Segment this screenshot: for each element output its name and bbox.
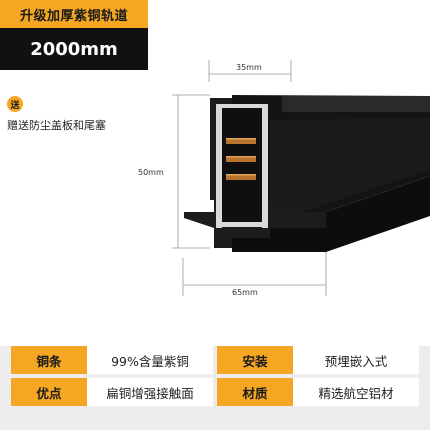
rail-highlight (282, 96, 430, 112)
length-label: 2000mm (0, 28, 148, 70)
product-title: 升级加厚紫铜轨道 (0, 0, 148, 28)
rail-flange (232, 176, 430, 252)
gift-text: 赠送防尘盖板和尾塞 (7, 119, 106, 132)
rail-inner-cavity (222, 108, 262, 222)
spec-row: 铜条 99%含量紫铜 安装 预埋嵌入式 (0, 346, 430, 374)
copper-highlights (226, 138, 256, 176)
spec-value: 扁铜增强接触面 (87, 378, 213, 406)
spec-row: 优点 扁铜增强接触面 材质 精选航空铝材 (0, 378, 430, 406)
dim-top-label: 35mm (236, 63, 262, 72)
rail-channel (270, 118, 430, 214)
spec-value: 预埋嵌入式 (293, 346, 419, 374)
spec-key: 材质 (217, 378, 293, 406)
dim-height-label: 50mm (138, 168, 164, 177)
gift-badge: 送 (7, 96, 23, 112)
spec-key: 安装 (217, 346, 293, 374)
spec-table: 铜条 99%含量紫铜 安装 预埋嵌入式 优点 扁铜增强接触面 材质 精选航空铝材 (0, 346, 430, 430)
dim-bottom-label: 65mm (232, 288, 258, 297)
spec-key: 优点 (11, 378, 87, 406)
spec-value: 99%含量紫铜 (87, 346, 213, 374)
spec-value: 精选航空铝材 (293, 378, 419, 406)
spec-key: 铜条 (11, 346, 87, 374)
track-rail-illustration (172, 60, 430, 296)
copper-strips (226, 138, 256, 180)
